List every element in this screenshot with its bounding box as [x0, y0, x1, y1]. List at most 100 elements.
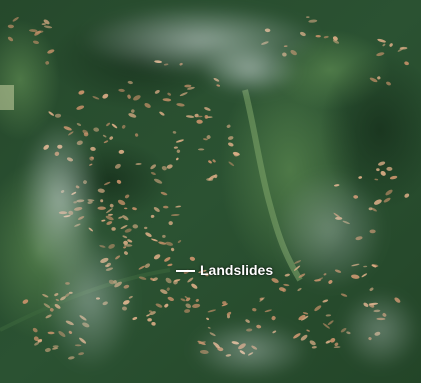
landslide-scar: [134, 133, 139, 137]
landslide-scar: [109, 136, 114, 140]
landslide-scar: [191, 283, 198, 289]
landslide-scar: [306, 329, 310, 332]
landslide-scar: [118, 149, 125, 154]
landslide-scar: [120, 225, 128, 229]
landslide-scar: [175, 139, 184, 143]
landslide-scar: [78, 90, 85, 95]
landslide-scar: [102, 134, 107, 138]
landslide-scar: [118, 88, 125, 92]
landslide-scar: [162, 205, 169, 209]
landslide-scar: [283, 283, 290, 287]
landslide-scar: [264, 309, 272, 313]
landslide-scar: [389, 43, 393, 47]
landslide-scar: [106, 122, 111, 127]
landslide-scar: [332, 36, 338, 41]
landslides-pointer-line: [176, 270, 195, 272]
landslide-scar: [195, 298, 199, 302]
landslide-scar: [386, 81, 391, 86]
landslide-scar: [189, 256, 196, 261]
landslide-scar: [259, 297, 265, 302]
landslide-scar: [192, 303, 201, 308]
landslide-scar: [172, 131, 177, 134]
landslide-scar: [226, 124, 231, 128]
landslide-scar: [179, 92, 188, 97]
landslide-scar: [374, 178, 379, 181]
landslide-scar: [103, 140, 109, 144]
landslide-scar: [208, 160, 212, 164]
landslide-scar: [160, 191, 168, 196]
landslide-scar: [144, 102, 151, 109]
landslide-scar: [106, 208, 113, 214]
landslide-scar: [43, 25, 53, 29]
landslide-scar: [41, 23, 46, 25]
landslide-scar: [185, 297, 191, 302]
landslide-scar: [122, 215, 129, 221]
landslide-scar: [165, 241, 173, 246]
landslide-scar: [123, 240, 128, 245]
landslide-scar: [101, 219, 106, 222]
landslide-scar: [116, 179, 122, 184]
landslide-scar: [167, 92, 172, 96]
landslide-scar: [159, 111, 165, 116]
landslide-scar: [404, 193, 410, 198]
landslide-scar: [162, 98, 172, 102]
farm-patch: [0, 85, 14, 110]
landslide-scar: [45, 61, 50, 65]
landslide-scar: [377, 76, 381, 80]
landslide-scar: [149, 311, 156, 316]
landslide-scar: [164, 257, 171, 262]
landslide-scar: [132, 207, 137, 211]
landslide-scar: [127, 80, 133, 85]
landslide-scar: [92, 96, 100, 100]
landslide-scar: [148, 310, 153, 313]
landslide-scar: [203, 138, 208, 141]
landslide-scar: [76, 123, 81, 126]
landslide-scar: [150, 214, 155, 218]
landslide-scar: [90, 146, 96, 151]
landslide-scar: [389, 175, 398, 180]
landslide-scar: [144, 263, 151, 268]
landslide-scar: [132, 317, 138, 320]
landslide-scar: [186, 86, 195, 90]
landslide-scar: [165, 277, 172, 284]
landslide-scar: [160, 289, 168, 294]
landslide-scar: [334, 342, 339, 347]
landslide-scar: [51, 347, 59, 350]
landslide-scar: [175, 157, 179, 161]
landslide-scar: [152, 277, 158, 281]
landslide-scar: [306, 16, 310, 18]
landslide-scar: [380, 170, 386, 176]
landslide-scar: [162, 234, 166, 238]
landslide-scar: [378, 161, 386, 166]
landslide-scar: [385, 189, 393, 196]
landslide-scar: [29, 29, 38, 33]
landslide-scar: [166, 287, 170, 291]
landslide-scar: [204, 115, 209, 119]
landslide-scar: [207, 309, 217, 313]
landslide-scar: [177, 240, 182, 243]
landslide-scar: [221, 303, 228, 307]
landslide-scar: [302, 312, 309, 315]
landslide-scar: [205, 272, 209, 277]
landslide-scar: [118, 216, 123, 219]
landslide-scar: [131, 109, 135, 113]
landslide-scar: [323, 35, 329, 39]
landslide-scar: [151, 238, 158, 242]
landslide-scar: [180, 298, 186, 302]
landslide-scar: [322, 299, 329, 303]
landslide-scar: [106, 221, 113, 225]
landslide-scar: [155, 303, 163, 308]
landslide-scar: [109, 203, 114, 208]
landslide-scar: [311, 346, 317, 349]
landslide-scar: [135, 163, 142, 165]
landslide-scar: [204, 107, 211, 111]
landslide-scar: [297, 287, 302, 292]
landslide-scar: [37, 339, 43, 343]
landslide-scar: [173, 279, 181, 282]
landslide-scar: [271, 278, 279, 283]
landslide-scar: [114, 163, 121, 169]
landslide-scar: [144, 226, 148, 230]
landslide-scar: [117, 199, 126, 206]
landslide-scar: [7, 24, 14, 29]
landslide-scar: [147, 318, 152, 322]
